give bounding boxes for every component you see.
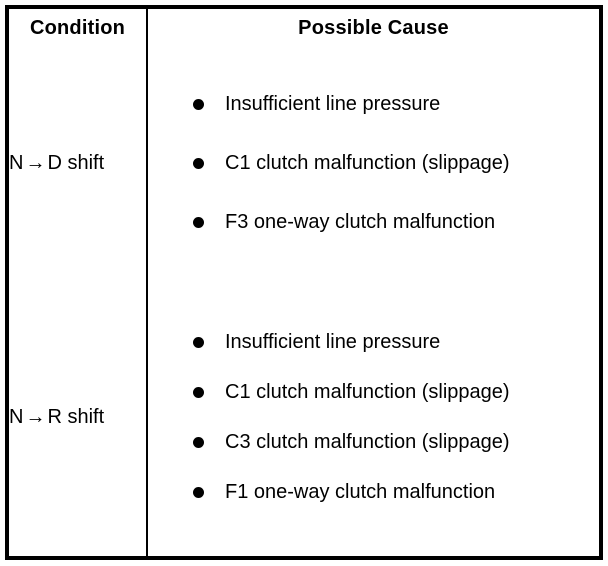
causes-cell-nr: Insufficient line pressure C1 clutch mal… <box>147 278 599 556</box>
column-header-condition: Condition <box>9 9 147 48</box>
bullet-icon <box>193 158 204 170</box>
table-header-row: Condition Possible Cause <box>9 9 599 48</box>
causes-cell-nd: Insufficient line pressure C1 clutch mal… <box>147 48 599 279</box>
table-row: N→R shift Insufficient line pressure C1 … <box>9 278 599 556</box>
list-item: Insufficient line pressure <box>193 90 555 118</box>
condition-cell-nd: N→D shift <box>9 48 147 279</box>
bullet-icon <box>193 437 204 449</box>
column-header-possible-cause: Possible Cause <box>147 9 599 48</box>
condition-to-d: D shift <box>47 151 105 174</box>
cause-list: Insufficient line pressure C1 clutch mal… <box>148 315 599 519</box>
cause-text: C3 clutch malfunction (slippage) <box>225 431 510 454</box>
bullet-icon <box>193 387 204 399</box>
list-item: F3 one-way clutch malfunction <box>193 208 555 236</box>
cause-text: F1 one-way clutch malfunction <box>225 481 496 504</box>
condition-cell-nr: N→R shift <box>9 278 147 556</box>
list-item: Insufficient line pressure <box>193 328 555 356</box>
list-item: C3 clutch malfunction (slippage) <box>193 428 555 456</box>
list-item: C1 clutch malfunction (slippage) <box>193 378 555 406</box>
list-item: C1 clutch malfunction (slippage) <box>193 149 555 177</box>
cause-text: C1 clutch malfunction (slippage) <box>225 381 510 404</box>
fault-diagnosis-table: Condition Possible Cause N→D shift Insuf… <box>5 5 603 560</box>
bullet-icon <box>193 99 204 111</box>
table-grid: Condition Possible Cause N→D shift Insuf… <box>9 9 599 556</box>
condition-from-n: N <box>9 405 24 428</box>
cause-text: C1 clutch malfunction (slippage) <box>225 152 510 175</box>
arrow-right-icon: → <box>25 405 46 428</box>
cause-text: Insufficient line pressure <box>225 331 441 354</box>
cause-list: Insufficient line pressure C1 clutch mal… <box>148 78 599 248</box>
arrow-right-icon: → <box>25 151 46 174</box>
condition-to-r: R shift <box>47 405 105 428</box>
table-row: N→D shift Insufficient line pressure C1 … <box>9 48 599 279</box>
condition-from-n: N <box>9 151 24 174</box>
cause-text: F3 one-way clutch malfunction <box>225 211 496 234</box>
bullet-icon <box>193 487 204 499</box>
list-item: F1 one-way clutch malfunction <box>193 478 555 506</box>
bullet-icon <box>193 337 204 349</box>
cause-text: Insufficient line pressure <box>225 93 441 116</box>
bullet-icon <box>193 217 204 229</box>
